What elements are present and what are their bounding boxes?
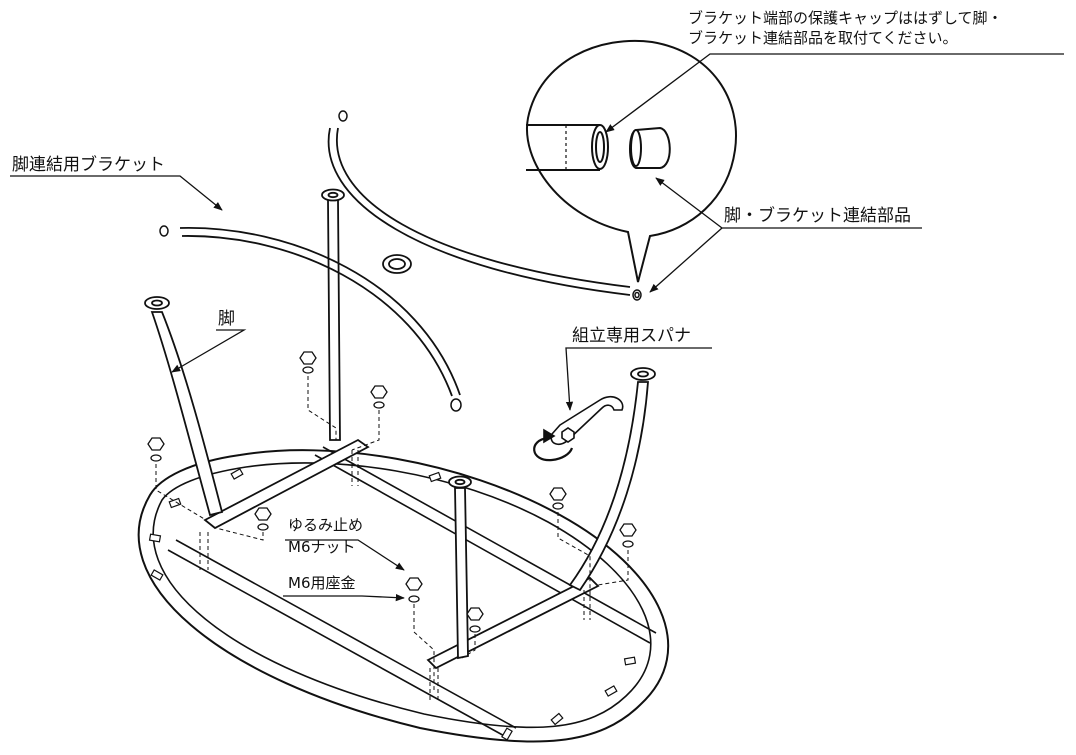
nut-washer-group-4	[254, 507, 272, 531]
note-line-2: ブラケット連結部品を取付てください。	[688, 29, 958, 47]
connector-label: 脚・ブラケット連結部品	[724, 206, 911, 226]
nut-washer-group-6	[466, 607, 484, 633]
locknut-label-line1: ゆるみ止め	[288, 516, 364, 534]
nut-washer-group-3	[147, 437, 165, 462]
bracket-label: 脚連結用ブラケット	[12, 155, 165, 175]
leg-bracket	[179, 127, 631, 397]
fasteners	[147, 351, 637, 633]
locknut-label-line2: M6ナット	[288, 538, 356, 556]
cap-removal-note: ブラケット端部の保護キャップははずして脚・ ブラケット連結部品を取付てください。	[688, 8, 1064, 48]
dashed-guide-lines	[155, 376, 629, 700]
note-line-1: ブラケット端部の保護キャップははずして脚・	[688, 9, 1003, 27]
nut-washer-group-5	[405, 577, 423, 603]
right-frame	[426, 367, 656, 670]
washer-label: M6用座金	[288, 574, 356, 592]
assembly-spanner	[533, 395, 624, 462]
leader-lines	[10, 53, 1064, 602]
detail-callout	[526, 39, 737, 283]
spanner-label: 組立専用スパナ	[572, 326, 691, 346]
left-frame	[144, 188, 370, 530]
nut-washer-group-8	[619, 523, 637, 548]
nut-washer-group-7	[549, 487, 567, 510]
nut-washer-group-2	[370, 385, 388, 409]
bracket-end-parts	[159, 110, 642, 412]
rim-clips	[148, 468, 637, 741]
side-rails	[167, 446, 657, 739]
nut-washer-group-1	[299, 351, 317, 374]
leg-label: 脚	[218, 309, 235, 329]
